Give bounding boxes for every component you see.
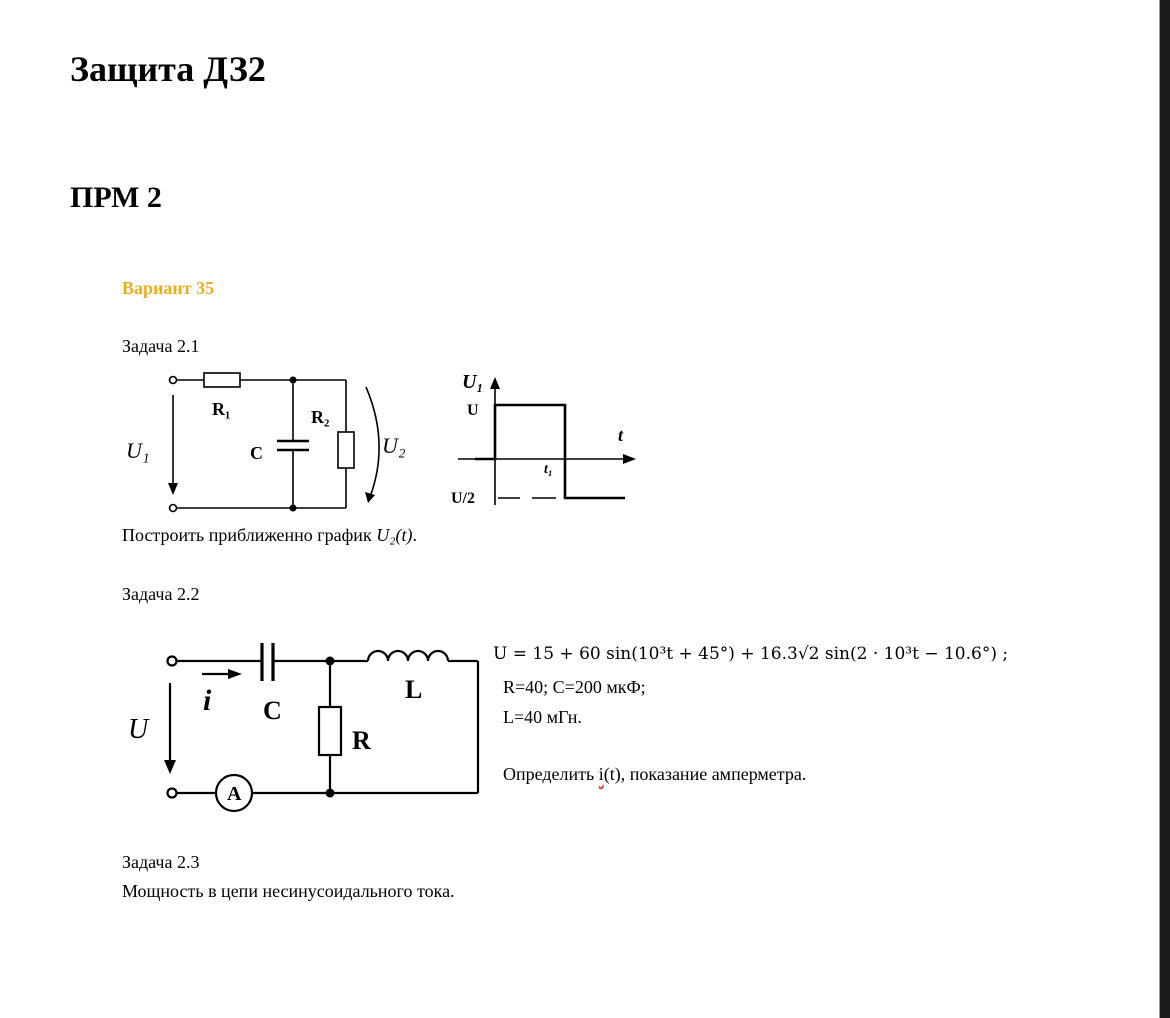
label-u: U (128, 714, 150, 745)
task-2-1-instruction: Построить приближенно график U₂(t). (122, 525, 417, 545)
graph-t1-mark: t₁ (544, 462, 553, 477)
inductor-l (366, 649, 450, 662)
label-u2: U₂ (382, 433, 406, 458)
params-line-2: L=40 мГн. (503, 707, 582, 727)
graph-y-label: U₁ (462, 371, 483, 393)
resistor-r1 (203, 372, 241, 388)
terminal-top-left (166, 655, 178, 667)
task-2-2-question: Определить i(t), показание амперметра. (503, 764, 807, 784)
label-r: R (352, 726, 371, 755)
params-line-1: R=40; C=200 мкФ; (503, 677, 646, 697)
task-2-2-circuit-diagram: A U i C R L (128, 643, 480, 813)
window-scrollbar[interactable] (1159, 0, 1170, 1018)
spellcheck-underline: i (598, 764, 604, 784)
variant-label: Вариант 35 (122, 278, 215, 298)
graph-level-high: U (467, 402, 479, 419)
label-i: i (203, 684, 212, 717)
label-c: C (263, 696, 282, 725)
u1-arrow-head (168, 483, 178, 495)
section-subtitle: ПРМ 2 (70, 181, 162, 214)
u2-arrow-head (365, 492, 375, 503)
terminal-bottom-left (166, 787, 178, 799)
label-r1: R₁ (212, 399, 230, 419)
label-l: L (405, 675, 422, 704)
task-2-1-input-graph: U₁ t U U/2 t₁ (451, 371, 636, 507)
terminal-bottom-left (168, 503, 178, 513)
resistor-r2 (337, 431, 355, 469)
task-2-1-heading: Задача 2.1 (122, 336, 200, 356)
task-2-2-heading: Задача 2.2 (122, 584, 200, 604)
label-c: C (250, 443, 263, 463)
page-title: Защита ДЗ2 (70, 49, 266, 89)
graph-signal-pulse (475, 403, 625, 500)
label-u1: U₁ (126, 438, 150, 463)
graph-level-low: U/2 (451, 490, 475, 507)
i-arrow-head (228, 669, 242, 679)
task-2-3-text: Мощность в цепи несинусоидального тока. (122, 881, 455, 901)
graph-x-label: t (618, 425, 624, 445)
ammeter-label: A (227, 783, 242, 805)
resistor-r (317, 705, 343, 757)
voltage-formula: U = 15 + 60 sin(10³t + 45°) + 16.3√2 sin… (493, 644, 1009, 664)
task-2-3-heading: Задача 2.3 (122, 852, 200, 872)
terminal-top-left (168, 375, 178, 385)
label-r2: R₂ (311, 407, 329, 427)
u-arrow-head (164, 760, 176, 774)
task-2-1-circuit-diagram: R₁ R₂ C U₁ U₂ (126, 372, 406, 513)
